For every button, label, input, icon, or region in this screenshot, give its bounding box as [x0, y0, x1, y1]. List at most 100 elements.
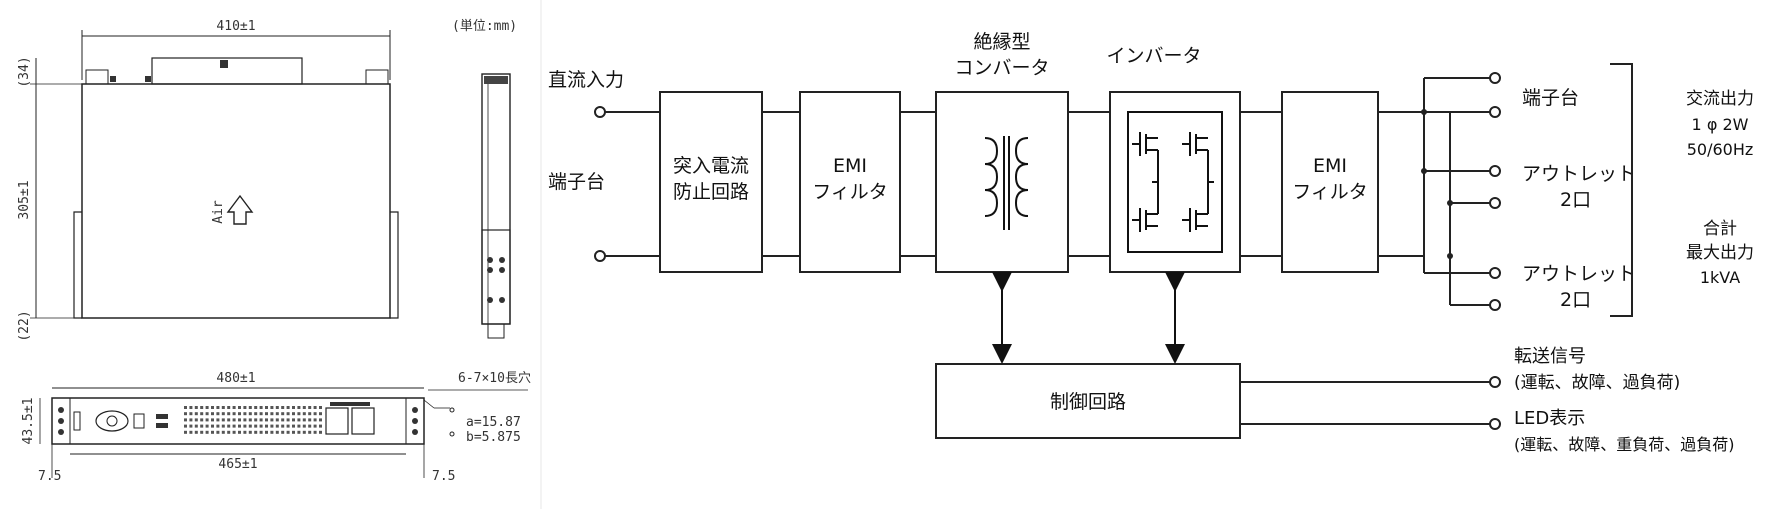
vent-hole — [259, 418, 263, 422]
vent-hole — [200, 406, 204, 409]
vent-hole — [302, 412, 306, 416]
vent-hole — [286, 412, 290, 416]
output-bracket — [1610, 63, 1633, 317]
dim-height-main: 305±1 — [17, 180, 32, 219]
inverter-bridge-icon — [1127, 111, 1223, 253]
vent-hole — [302, 406, 306, 409]
vent-hole — [302, 430, 306, 434]
vent-hole — [238, 412, 241, 416]
vent-hole — [243, 424, 247, 428]
vent-hole — [275, 412, 279, 416]
switch-knob — [106, 415, 118, 427]
vent-hole — [248, 430, 252, 434]
output-terminal — [1489, 165, 1501, 177]
vent-hole — [319, 406, 322, 409]
vent-hole — [265, 430, 268, 434]
vent-hole — [308, 424, 312, 428]
vent-hole — [275, 418, 279, 422]
max-output-label: 最大出力 — [1686, 243, 1754, 263]
dim-top-width: 410±1 — [216, 19, 255, 34]
vent-hole — [194, 418, 198, 422]
vent-hole — [194, 406, 198, 409]
vent-hole — [292, 412, 295, 416]
ac-phase-label: 1 φ 2W — [1692, 115, 1749, 134]
vent-hole — [232, 430, 236, 434]
vent-hole — [297, 406, 301, 409]
vent-hole — [313, 430, 317, 434]
vent-hole — [259, 406, 263, 409]
vent-hole — [243, 430, 247, 434]
input-terminal-label: 端子台 — [548, 171, 605, 193]
vent-hole — [227, 406, 231, 409]
hole — [487, 257, 493, 263]
emi-label: フィルタ — [812, 181, 888, 203]
signal-label: 転送信号 — [1514, 346, 1586, 367]
handle-right — [365, 69, 389, 85]
signal-detail: (運転、故障、過負荷) — [1514, 373, 1680, 393]
vent-hole — [232, 412, 236, 416]
led-detail: (運転、故障、重負荷、過負荷) — [1514, 435, 1735, 454]
vent-hole — [302, 418, 306, 422]
hole-note: 6-7×10長穴 — [458, 371, 531, 386]
margin-left: 7.5 — [38, 469, 61, 484]
vent-hole — [313, 424, 317, 428]
mechanical-drawing: 410±1 (単位:mm) Air (34) 305±1 (22) — [17, 18, 531, 484]
vent-hole — [227, 418, 231, 422]
vent-hole — [265, 424, 268, 428]
converter-title: 絶縁型 — [973, 31, 1030, 53]
side-bracket — [481, 229, 511, 325]
vent-hole — [238, 406, 241, 409]
vent-hole — [227, 412, 231, 416]
inverter-title: インバータ — [1106, 45, 1201, 67]
vent-hole — [221, 406, 225, 409]
junction — [1421, 168, 1427, 174]
vent-hole — [200, 412, 204, 416]
mount-hole — [412, 418, 418, 424]
mount-hole — [58, 429, 64, 435]
led-label: LED表示 — [1514, 408, 1585, 429]
vent-hole — [259, 412, 263, 416]
top-cover — [151, 57, 303, 85]
output-terminal — [1489, 267, 1501, 279]
inrush-block — [659, 91, 763, 273]
vent-hole — [238, 424, 241, 428]
vent-hole — [189, 406, 193, 409]
mount-hole — [412, 407, 418, 413]
connector — [220, 60, 228, 68]
vent-hole — [216, 424, 220, 428]
vent-hole — [200, 430, 204, 434]
vent-hole — [313, 406, 317, 409]
unit-label: (単位:mm) — [452, 18, 517, 34]
emi-label: EMI — [1313, 155, 1347, 177]
vent-hole — [221, 424, 225, 428]
hole — [487, 297, 493, 303]
outlet-label: アウトレット — [1522, 263, 1636, 285]
led-indicator — [156, 423, 168, 428]
vent-hole — [205, 418, 209, 422]
vent-hole — [184, 424, 187, 428]
vent-hole — [281, 424, 285, 428]
vent-grille — [184, 406, 322, 434]
vent-hole — [216, 418, 220, 422]
transformer-icon — [984, 136, 1029, 230]
output-terminal — [1489, 106, 1501, 118]
vent-hole — [319, 424, 322, 428]
vent-hole — [281, 412, 285, 416]
dim-bottom-offset: (22) — [17, 310, 32, 341]
hole — [499, 257, 505, 263]
vent-hole — [308, 418, 312, 422]
mount-hole — [58, 407, 64, 413]
vent-hole — [189, 424, 193, 428]
leader — [423, 399, 435, 409]
power-switch-icon — [95, 410, 129, 432]
emi-filter-block-2 — [1281, 91, 1379, 273]
vent-hole — [216, 412, 220, 416]
vent-hole — [313, 412, 317, 416]
vent-hole — [248, 418, 252, 422]
input-terminal — [594, 106, 606, 118]
vent-hole — [292, 406, 295, 409]
led-indicator — [156, 414, 168, 419]
hole — [499, 267, 505, 273]
